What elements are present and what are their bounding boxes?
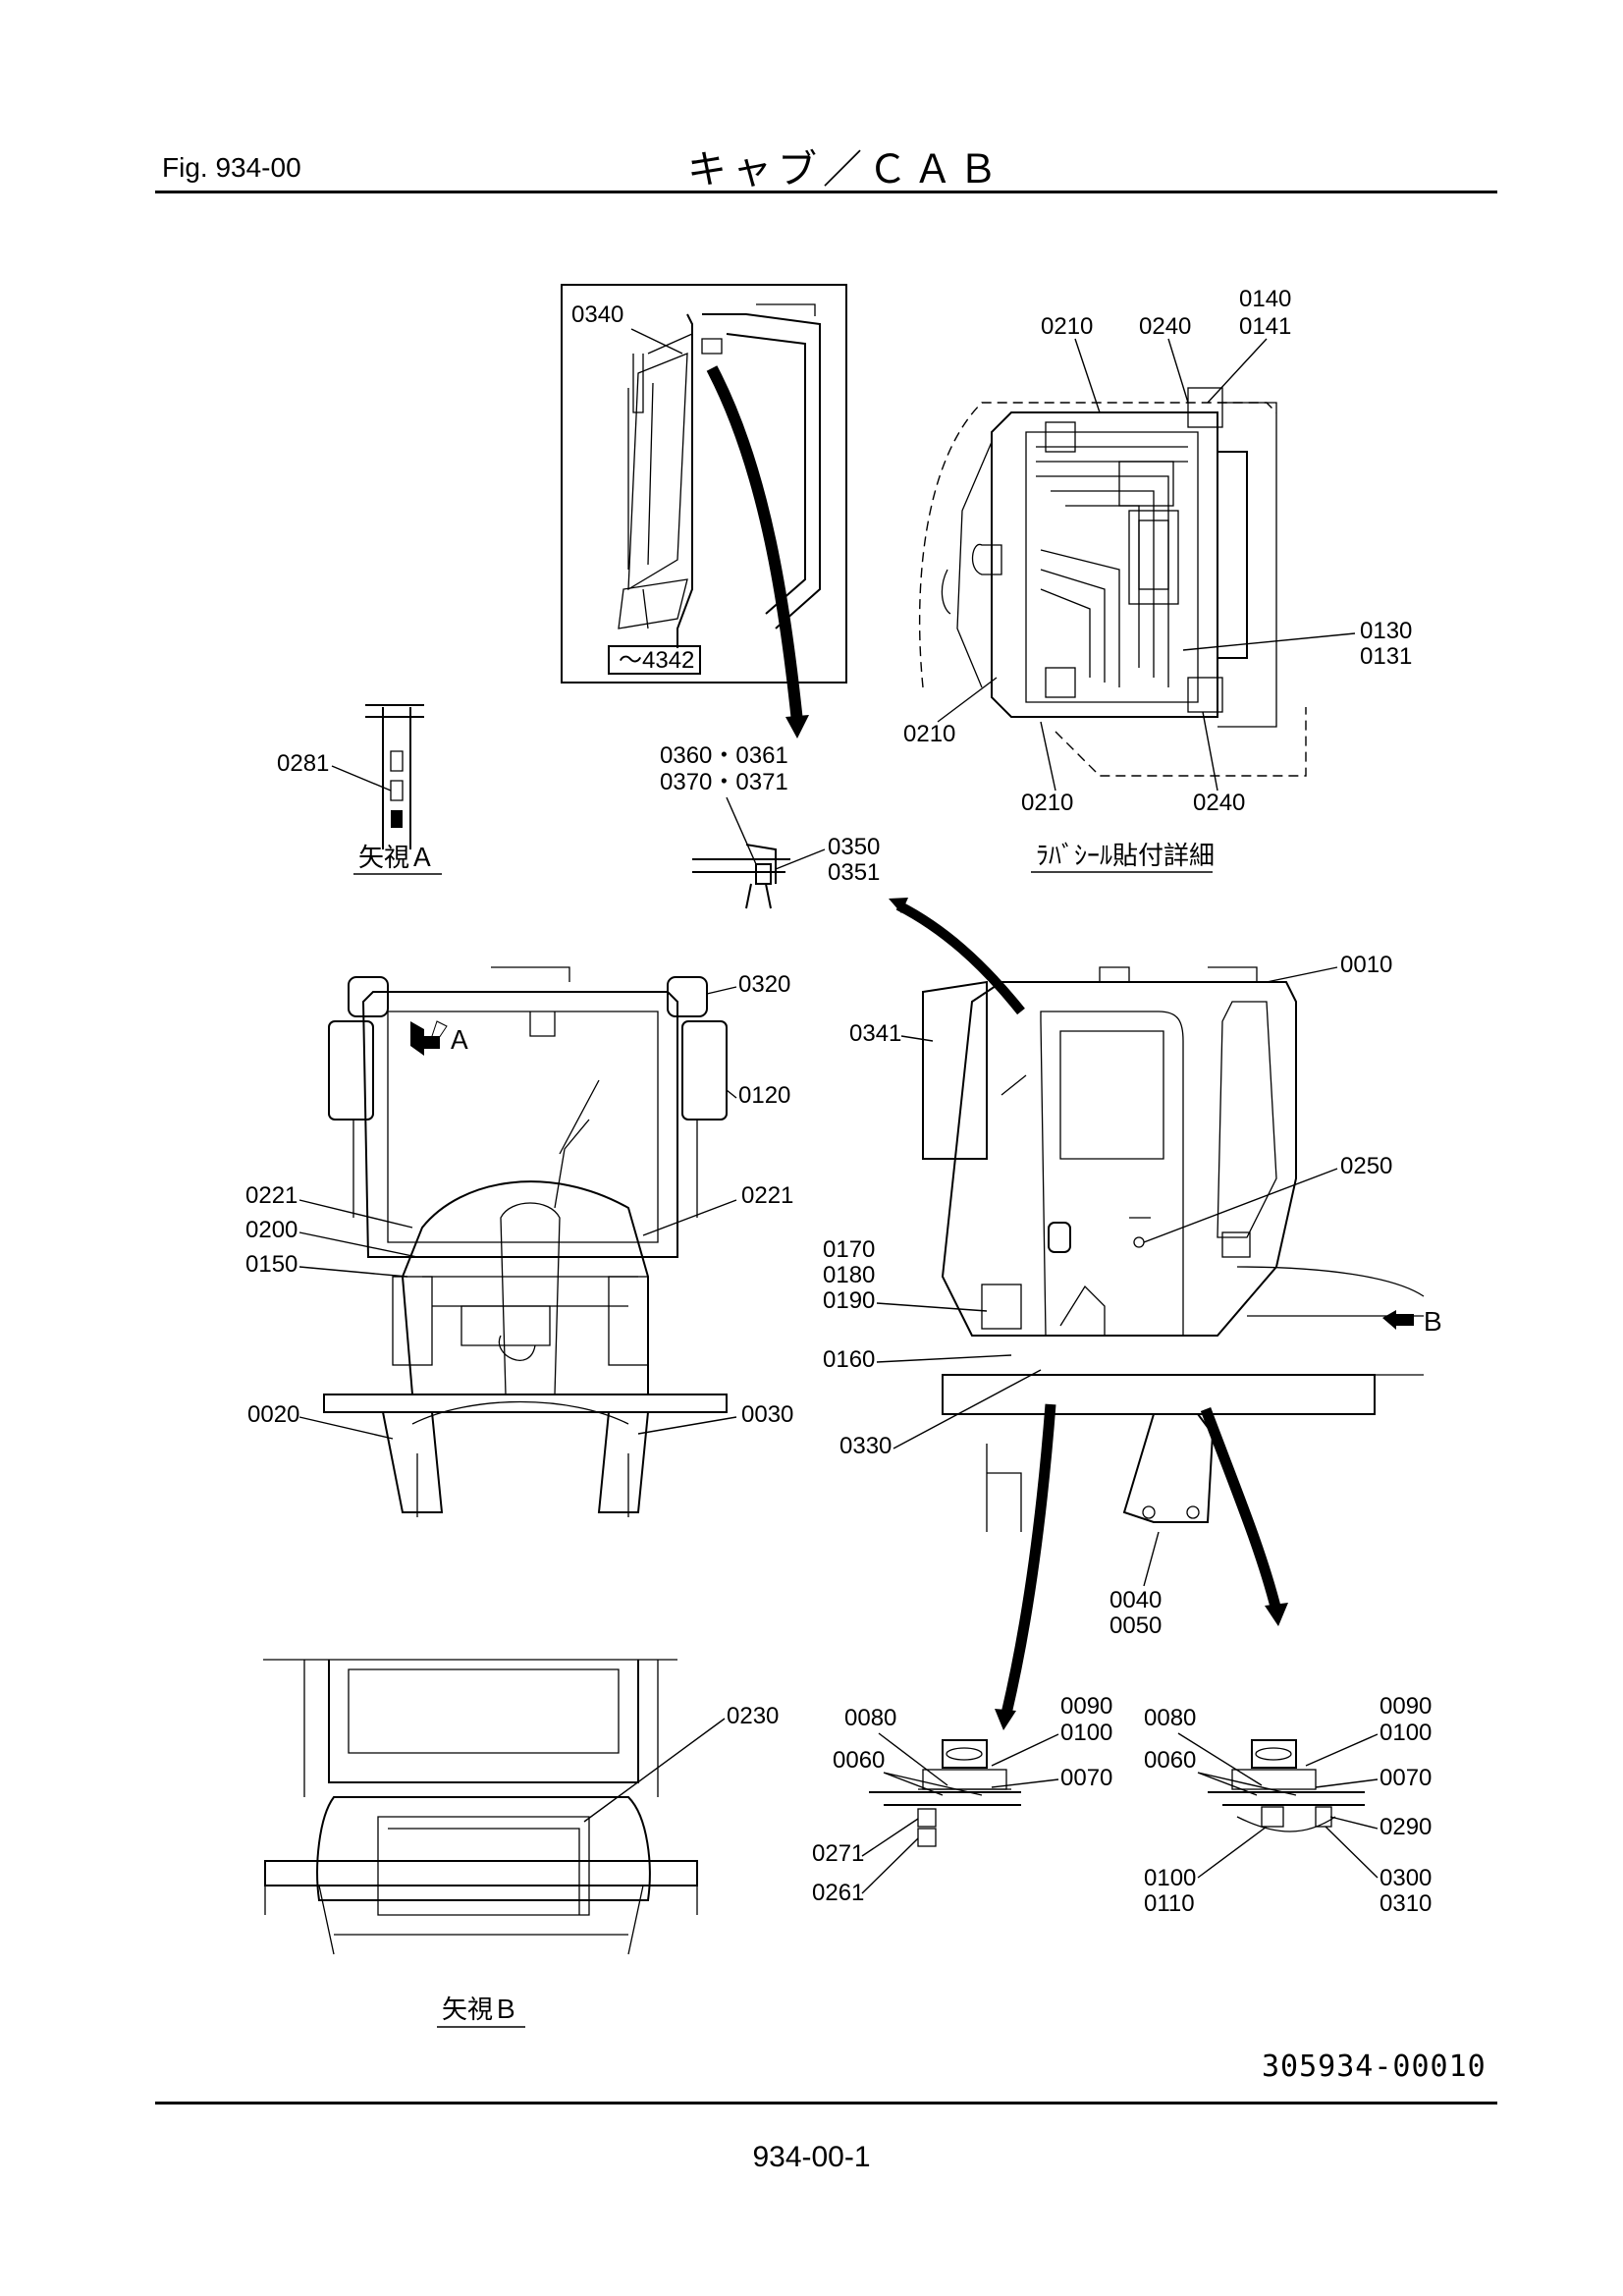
- footer-rule: [155, 2102, 1497, 2105]
- page-number: 934-00-1: [752, 2141, 871, 2173]
- part-label: 0290: [1380, 1814, 1432, 1840]
- rubber-seal-caption: ﾗﾊﾞｼｰﾙ貼付詳細: [1036, 842, 1215, 871]
- part-label: 0341: [849, 1020, 901, 1047]
- part-label: 0050: [1109, 1613, 1162, 1639]
- part-label: 0140: [1239, 286, 1291, 312]
- rubber-seal-detail: 0140 0141 0210 0240 0130 0131 0210 0210 …: [903, 286, 1412, 873]
- part-label: 0240: [1139, 313, 1191, 340]
- part-label: 0060: [1144, 1747, 1196, 1774]
- view-a-detail: 0281 矢視Ａ: [277, 704, 442, 875]
- part-label: 0340: [571, 301, 623, 328]
- header-rule: [155, 191, 1497, 193]
- part-label: 0040: [1109, 1587, 1162, 1613]
- serial-range-label: ～4342: [619, 647, 694, 674]
- part-label: 0010: [1340, 952, 1392, 978]
- part-label: 0141: [1239, 313, 1291, 340]
- part-label: 0131: [1360, 643, 1412, 670]
- drawing-number: 305934-00010: [1262, 2050, 1487, 2084]
- part-label: 0170: [823, 1236, 875, 1263]
- arrow-b-icon: [1382, 1310, 1414, 1330]
- part-label: 0130: [1360, 618, 1412, 644]
- part-label: 0210: [903, 721, 955, 747]
- part-label: 0310: [1380, 1890, 1432, 1917]
- part-label: 0370・0371: [660, 769, 788, 795]
- part-label: 0261: [812, 1880, 864, 1906]
- part-label: 0330: [839, 1433, 892, 1459]
- part-label: 0070: [1060, 1765, 1112, 1791]
- side-view: Ｂ 0010 0341 0250 0170 0180 0190 0160 033…: [823, 952, 1445, 1639]
- window-detail-inset: ～4342 0340: [561, 284, 847, 683]
- part-label: 0320: [738, 971, 790, 998]
- part-label: 0100: [1060, 1720, 1112, 1746]
- part-label: 0210: [1041, 313, 1093, 340]
- part-label: 0300: [1380, 1865, 1432, 1891]
- part-label: 0080: [1144, 1705, 1196, 1731]
- part-label: 0110: [1144, 1890, 1195, 1917]
- mount-detail-rear: 0080 0060 0090 0100 0070 0290 0100 0110 …: [1144, 1693, 1432, 1917]
- part-label: 0160: [823, 1346, 875, 1373]
- front-view: Ａ 0320 0120 0221 0200 0150 0221 0020 003…: [245, 966, 793, 1517]
- view-a-caption: 矢視Ａ: [358, 844, 435, 873]
- part-label: 0020: [247, 1401, 299, 1428]
- part-label: 0221: [245, 1182, 298, 1209]
- arrow-a-icon: [410, 1021, 440, 1056]
- part-label: 0100: [1144, 1865, 1196, 1891]
- part-label: 0200: [245, 1217, 298, 1243]
- part-label: 0030: [741, 1401, 793, 1428]
- part-label: 0221: [741, 1182, 793, 1209]
- part-label: 0210: [1021, 790, 1073, 816]
- arrow-a-label: Ａ: [447, 1026, 472, 1056]
- figure-number: Fig. 934-00: [162, 152, 301, 183]
- part-label: 0230: [727, 1703, 779, 1729]
- part-label: 0080: [844, 1705, 896, 1731]
- part-label: 0090: [1380, 1693, 1432, 1720]
- part-label: 0190: [823, 1287, 875, 1314]
- part-label: 0250: [1340, 1153, 1392, 1179]
- view-b-caption: 矢視Ｂ: [442, 1995, 518, 2025]
- part-label: 0150: [245, 1251, 298, 1278]
- part-label: 0271: [812, 1840, 864, 1867]
- part-label: 0060: [833, 1747, 885, 1774]
- mount-detail-front: 0080 0060 0090 0100 0070 0271 0261: [812, 1693, 1112, 1906]
- part-label: 0281: [277, 750, 329, 777]
- part-label: 0120: [738, 1082, 790, 1109]
- part-label: 0350: [828, 834, 880, 860]
- hinge-bolt-detail: 0360・0361 0370・0371 0350 0351: [660, 742, 880, 909]
- arrow-b-label: Ｂ: [1420, 1308, 1445, 1338]
- part-label: 0240: [1193, 790, 1245, 816]
- page-title: キャブ／ＣＡＢ: [687, 147, 1003, 192]
- part-label: 0070: [1380, 1765, 1432, 1791]
- part-label: 0100: [1380, 1720, 1432, 1746]
- view-b: 0230 矢視Ｂ: [263, 1659, 779, 2028]
- part-label: 0360・0361: [660, 742, 788, 769]
- detail-arrow: [706, 365, 803, 723]
- part-label: 0090: [1060, 1693, 1112, 1720]
- part-label: 0351: [828, 859, 880, 886]
- part-label: 0180: [823, 1262, 875, 1288]
